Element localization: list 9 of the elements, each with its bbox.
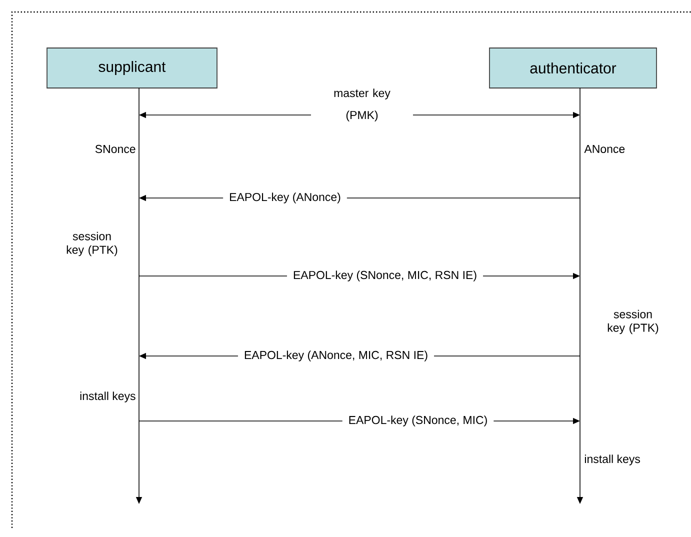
participant-box: authenticator (489, 48, 657, 88)
edge-label: EAPOL-key (SNonce, MIC, RSN IE) (286, 270, 484, 282)
note-text: session key (PTK) (66, 232, 118, 256)
edge-label: EAPOL-key (ANonce, MIC, RSN IE) (238, 350, 434, 362)
edge-label: EAPOL-key (ANonce) (223, 192, 347, 204)
edge-label: EAPOL-key (SNonce, MIC) (342, 414, 494, 428)
participant-box: supplicant (46, 48, 218, 88)
note-text: session key (PTK) (608, 310, 658, 334)
edge-label: master key (PMK) (311, 88, 413, 122)
